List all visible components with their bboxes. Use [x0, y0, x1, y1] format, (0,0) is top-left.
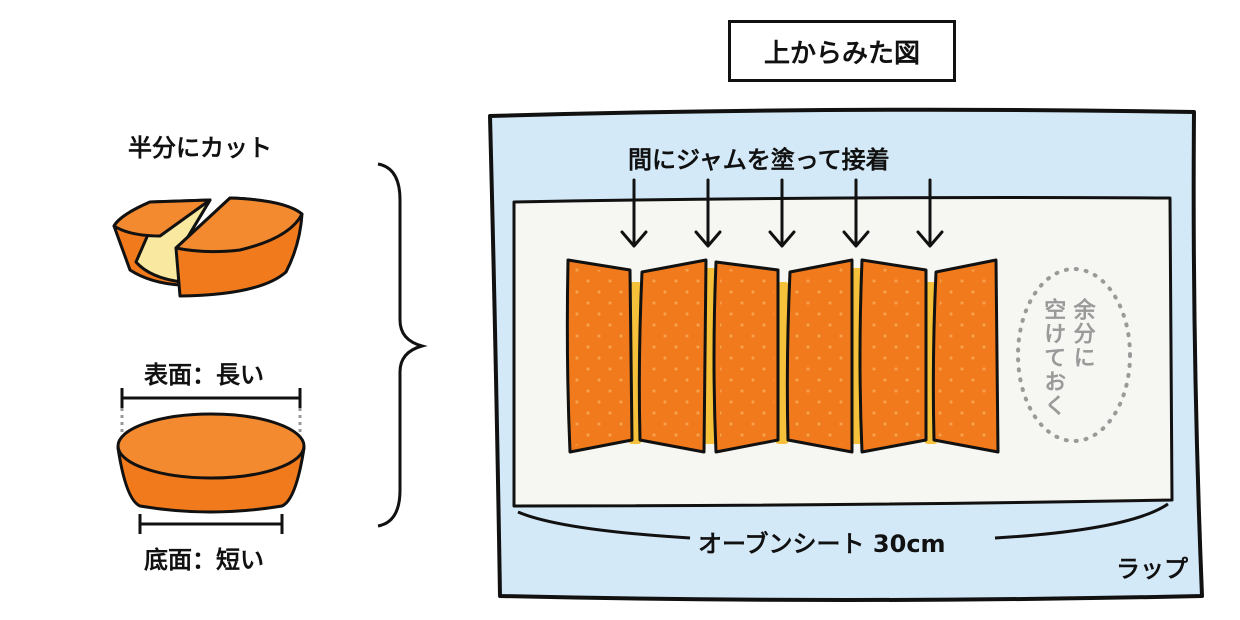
arrow-2 [694, 178, 722, 248]
whole-cake [116, 412, 306, 514]
bottom-surface-label: 底面：短い [144, 546, 264, 574]
sheet-label: オーブンシート 30cm [698, 530, 946, 558]
spare-label-line-2: 空けておく [1040, 298, 1066, 418]
jam-instruction-label: 間にジャムを塗って接着 [628, 146, 890, 174]
half-cut-cake [112, 196, 304, 298]
wrap-label: ラップ [1116, 555, 1188, 583]
top-surface-label: 表面：長い [144, 361, 264, 389]
sheet-span-curve [517, 510, 691, 540]
spare-space-label: 余分に 空けておく [1040, 298, 1095, 418]
half-cut-label: 半分にカット [128, 134, 272, 162]
top-length-marker [120, 388, 302, 440]
brace [377, 162, 428, 528]
spare-label-line-1: 余分に [1069, 298, 1095, 370]
jam-arrows [620, 178, 944, 248]
bottom-length-marker [138, 514, 284, 534]
spare-space-outline [1016, 267, 1132, 443]
page-title: 上からみた図 [728, 20, 956, 82]
sheet-span-curve-right [994, 502, 1169, 540]
arrow-3 [768, 178, 796, 248]
arrow-1 [620, 178, 648, 248]
cake-slice-dots [572, 266, 994, 446]
arrow-5 [916, 178, 944, 248]
arrow-4 [842, 178, 870, 248]
